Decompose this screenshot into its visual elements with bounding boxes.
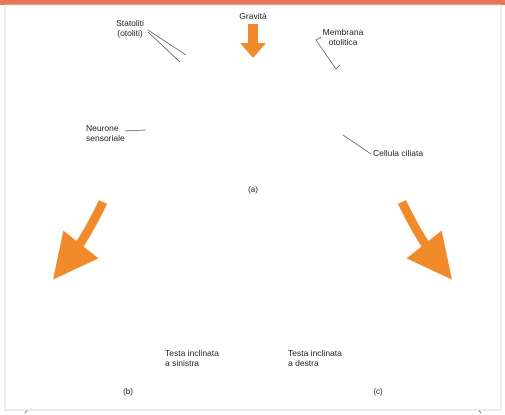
membrane-bracket [315,36,341,70]
membrane-label-line2: otolitica [329,37,358,47]
tilt-left-line2: a sinistra [165,358,199,368]
gravity-arrow [240,24,266,58]
tilt-left-arrow [53,200,108,280]
statoliths-label-line1: Statoliti [116,18,144,28]
tilt-left-line1: Testa inclinata [165,348,219,358]
caption-c: (c) [373,387,383,396]
caption-b: (b) [123,387,133,396]
tilt-right-arrow [397,200,452,280]
neuron-label-line1: Neurone [86,123,119,133]
statoliths-leader [147,29,187,63]
neuron-label-line2: sensoriale [86,133,125,143]
neuron-leader [124,129,147,132]
tilt-right-line2: a destra [288,358,319,368]
hair-cell-leader [342,134,372,155]
tilt-right-line1: Testa inclinata [288,348,342,358]
statoliths-label-line2: (otoliti) [117,28,143,38]
hair-cell-label: Cellula ciliata [373,148,423,158]
gravity-label: Gravità [239,11,267,21]
caption-a: (a) [248,185,258,194]
membrane-label-line1: Membrana [323,27,364,37]
top-bar [0,0,505,5]
figure-frame [4,4,502,411]
